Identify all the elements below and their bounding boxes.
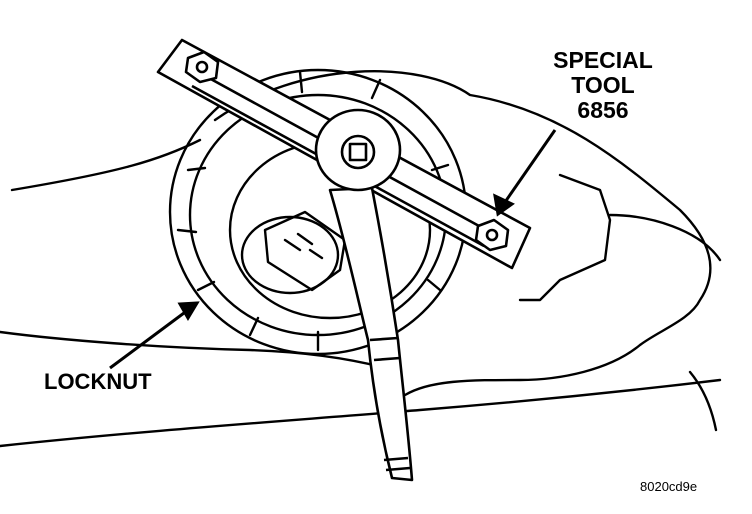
tank-top-edge bbox=[10, 138, 202, 192]
connector-socket bbox=[240, 215, 340, 295]
tank-right-flange bbox=[608, 213, 722, 262]
special-tool-arrowhead bbox=[493, 193, 515, 217]
figure-code: 8020cd9e bbox=[640, 479, 698, 494]
tank-lower-edge bbox=[0, 330, 402, 374]
tool-bolt-right-center bbox=[485, 228, 499, 242]
special-tool-label-line-1: SPECIAL bbox=[553, 47, 653, 73]
locknut-label: LOCKNUT bbox=[44, 369, 152, 394]
locknut-leader bbox=[109, 308, 189, 370]
locknut-arrowhead bbox=[177, 301, 200, 321]
special-tool-leader bbox=[501, 129, 557, 206]
tool-bolt-right bbox=[474, 218, 510, 252]
connector-pins bbox=[283, 232, 324, 260]
tank-bottom-corner bbox=[688, 370, 718, 432]
tank-right-rim bbox=[518, 173, 612, 302]
tool-bolt-left bbox=[184, 50, 220, 84]
special-tool-label-line-3: 6856 bbox=[577, 96, 629, 123]
connector-plug bbox=[263, 210, 347, 292]
tank-outer-shell bbox=[213, 70, 712, 397]
special-tool-label-line-2: TOOL bbox=[571, 71, 635, 98]
special-tool-label: SPECIAL TOOL 6856 bbox=[542, 48, 664, 122]
ratchet-handle bbox=[328, 186, 414, 482]
tank-bottom-line bbox=[0, 378, 722, 448]
ratchet-handle-grip bbox=[369, 336, 411, 472]
ratchet-square bbox=[348, 142, 368, 162]
tool-bolt-left-center bbox=[195, 60, 209, 74]
